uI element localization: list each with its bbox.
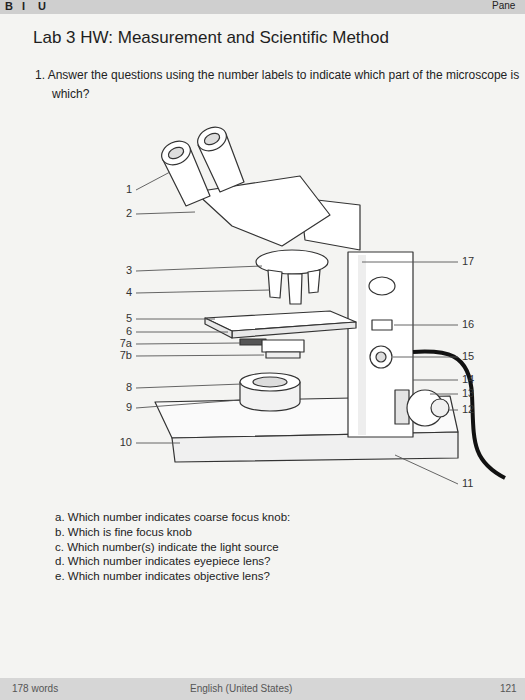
leader-line (395, 455, 458, 484)
binocular-head (195, 176, 330, 246)
status-text: 178 words (12, 683, 58, 695)
leader-line (136, 290, 270, 293)
leader-line (430, 394, 458, 395)
callout-number: 15 (462, 350, 474, 363)
callout-number: 8 (126, 381, 132, 394)
toolbar-button: U (38, 0, 46, 13)
callout-number: 4 (126, 286, 132, 299)
power-cord (413, 351, 505, 478)
leader-line (136, 384, 242, 388)
question-item: e. Which number indicates objective lens… (55, 570, 270, 584)
logo-oval (369, 277, 395, 295)
light-lens (240, 373, 300, 391)
stage-side (205, 318, 232, 338)
leader-line (394, 325, 458, 326)
status-text: English (United States) (190, 683, 292, 695)
arm-badge (372, 320, 392, 330)
objective (288, 274, 302, 304)
question-text: 1. Answer the questions using the number… (35, 66, 522, 103)
stage-knob (370, 346, 392, 368)
leader-line (393, 357, 458, 358)
document-title: Lab 3 HW: Measurement and Scientific Met… (33, 28, 389, 48)
callout-number: 10 (120, 436, 132, 449)
leader-line (136, 355, 264, 356)
callout-number: 1 (126, 183, 132, 196)
leader-line (449, 410, 458, 411)
callout-number: 17 (462, 255, 474, 268)
leader-line (136, 443, 180, 444)
leader-line (136, 266, 262, 271)
arm (348, 252, 413, 437)
leader-line (136, 172, 170, 190)
callout-number: 13 (462, 387, 474, 400)
leader-line (136, 343, 240, 344)
leader-line (136, 212, 195, 214)
callout-number: 6 (126, 325, 132, 338)
callout-number: 7b (120, 349, 132, 362)
diaphragm (266, 352, 300, 358)
eyepiece-glass (167, 145, 186, 161)
callout-number: 12 (462, 403, 474, 416)
callout-number: 16 (462, 318, 474, 331)
callout-number: 2 (126, 207, 132, 220)
question-item: c. Which number(s) indicate the light so… (55, 541, 279, 555)
stage-edge (232, 322, 356, 338)
eyepiece-top (194, 123, 230, 156)
leader-line (136, 400, 240, 408)
status-bar (0, 678, 525, 700)
leader-line (413, 380, 458, 381)
callout-number: 14 (462, 373, 474, 386)
callout-number: 3 (126, 264, 132, 277)
toolbar-label: Pane (492, 0, 515, 12)
base-front (172, 432, 458, 462)
callout-number: 11 (462, 477, 473, 490)
eyepiece-top (158, 137, 194, 170)
light-glass (253, 377, 287, 387)
fine-knob (431, 399, 449, 417)
eyepiece-glass (203, 131, 222, 147)
toolbar-button: B (5, 0, 13, 13)
leader-lines (136, 172, 458, 484)
arm-shade (358, 255, 366, 435)
leader-line (362, 262, 458, 263)
callout-number: 7a (120, 337, 132, 350)
status-text: 121 (500, 683, 517, 695)
toolbar-bar (0, 0, 525, 14)
leader-line (136, 332, 228, 333)
condenser (262, 340, 304, 352)
objective (268, 270, 282, 298)
toolbar-button: I (22, 0, 25, 13)
question-item: b. Which is fine focus knob (55, 526, 192, 540)
callout-number: 9 (126, 401, 132, 414)
objective (308, 270, 320, 293)
question-item: a. Which number indicates coarse focus k… (55, 511, 290, 525)
leader-line (136, 319, 215, 320)
callout-number: 5 (126, 312, 132, 325)
stage-knob-center (376, 352, 386, 362)
question-item: d. Which number indicates eyepiece lens? (55, 555, 270, 569)
